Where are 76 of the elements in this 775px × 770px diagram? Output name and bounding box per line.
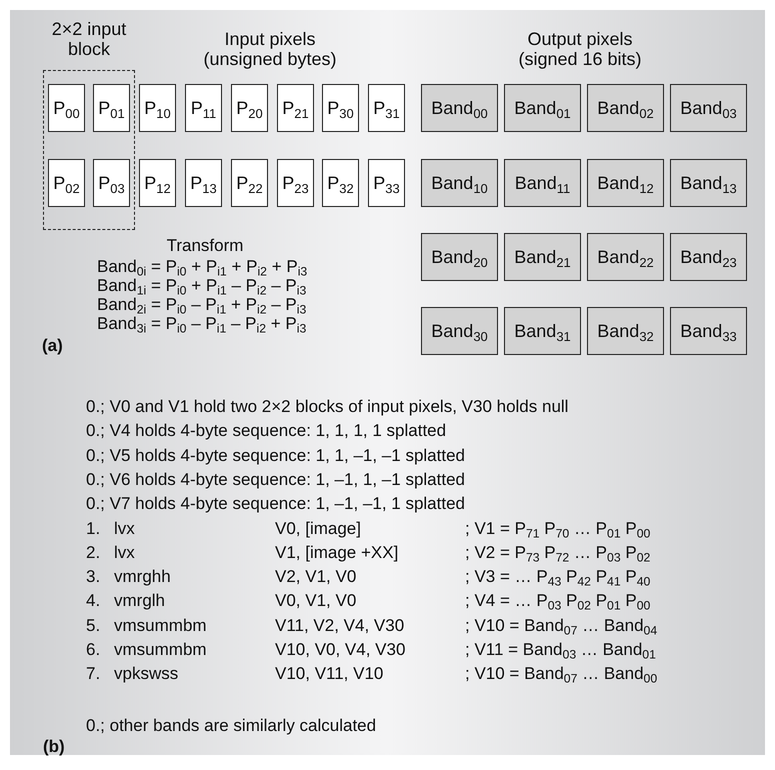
band-box: Band$_{02}$ [587, 84, 664, 132]
code-comment: 0.; V5 holds 4-byte sequence: 1, 1, –1, –1 splatted [86, 446, 465, 466]
code-comment: ; V4 = … P$_{03}$ P$_{02}$ P$_{01}$ P$_{00}$ [465, 592, 650, 612]
line-number: 6. [86, 641, 100, 660]
instruction-operands: V2, V1, V0 [275, 568, 356, 587]
code-comment: ; V3 = … P$_{43}$ P$_{42}$ P$_{41}$ P$_{40}$ [465, 568, 650, 587]
band-box: Band$_{01}$ [504, 84, 581, 132]
pixel-box: P$_{10}$ [139, 84, 176, 132]
line-number: 2. [86, 544, 100, 562]
instruction-mnemonic: vmrghh [114, 568, 171, 587]
section-heading: Transform [166, 237, 244, 256]
code-comment: ; V11 = Band$_{03}$ … Band$_{01}$ [465, 641, 656, 660]
pixel-box: P$_{30}$ [322, 84, 359, 132]
band-box: Band$_{20}$ [421, 233, 498, 281]
transform-equation: Band$_{1i}$ = P$_{i0}$ + P$_{i1}$ – P$_{i2}$ – P$_{i3}$ [97, 277, 306, 296]
instruction-operands: V0, [image] [275, 520, 361, 538]
instruction-operands: V1, [image +XX] [275, 544, 398, 562]
band-box: Band$_{23}$ [670, 233, 747, 281]
line-number: 3. [86, 568, 100, 587]
pixel-box: P$_{21}$ [277, 84, 314, 132]
instruction-mnemonic: lvx [114, 544, 135, 562]
code-comment: 0.; V7 holds 4-byte sequence: 1, –1, –1, 1 splatted [86, 495, 465, 514]
band-box: Band$_{31}$ [504, 307, 581, 355]
instruction-mnemonic: vmsummbm [114, 641, 207, 660]
instruction-mnemonic: lvx [114, 520, 135, 538]
pixel-box: P$_{32}$ [322, 159, 359, 207]
instruction-operands: V10, V11, V10 [275, 665, 384, 684]
transform-equation: Band$_{3i}$ = P$_{i0}$ – P$_{i1}$ – P$_{i2}$ + P$_{i3}$ [97, 315, 306, 334]
band-box: Band$_{22}$ [587, 233, 664, 281]
pixel-box: P$_{00}$ [48, 84, 85, 132]
instruction-operands: V0, V1, V0 [275, 592, 356, 612]
code-comment: ; V10 = Band$_{07}$ … Band$_{00}$ [465, 665, 658, 684]
instruction-operands: V10, V0, V4, V30 [275, 641, 406, 660]
instruction-mnemonic: vpkswss [114, 665, 178, 684]
code-comment: 0.; other bands are similarly calculated [86, 717, 376, 736]
pixel-box: P$_{22}$ [231, 159, 268, 207]
panel-label: (b) [43, 738, 65, 757]
code-comment: ; V10 = Band$_{07}$ … Band$_{04}$ [465, 616, 658, 636]
pixel-box: P$_{31}$ [368, 84, 405, 132]
pixel-box: P$_{23}$ [277, 159, 314, 207]
line-number: 5. [86, 616, 100, 636]
pixel-box: P$_{12}$ [139, 159, 176, 207]
band-box: Band$_{12}$ [587, 159, 664, 207]
pixel-box: P$_{03}$ [93, 159, 130, 207]
panel-label: (a) [42, 337, 63, 356]
group-heading: 2×2 input block [50, 20, 128, 60]
transform-equation: Band$_{2i}$ = P$_{i0}$ – P$_{i1}$ + P$_{i2}$ – P$_{i3}$ [97, 296, 306, 315]
pixel-box: P$_{33}$ [368, 159, 405, 207]
band-box: Band$_{13}$ [670, 159, 747, 207]
band-box: Band$_{11}$ [504, 159, 581, 207]
code-comment: ; V1 = P$_{71}$ P$_{70}$ … P$_{01}$ P$_{00}$ [465, 520, 650, 538]
pixel-box: P$_{01}$ [93, 84, 130, 132]
band-box: Band$_{33}$ [670, 307, 747, 355]
line-number: 7. [86, 665, 100, 684]
code-comment: 0.; V6 holds 4-byte sequence: 1, –1, 1, –1 splatted [86, 470, 465, 490]
column-heading: Output pixels (signed 16 bits) [517, 30, 643, 70]
code-comment: 0.; V4 holds 4-byte sequence: 1, 1, 1, 1 splatted [86, 422, 446, 441]
code-comment: ; V2 = P$_{73}$ P$_{72}$ … P$_{03}$ P$_{02}$ [465, 544, 650, 562]
band-box: Band$_{10}$ [421, 159, 498, 207]
band-box: Band$_{32}$ [587, 307, 664, 355]
column-heading: Input pixels (unsigned bytes) [202, 30, 338, 70]
transform-equation: Band$_{0i}$ = P$_{i0}$ + P$_{i1}$ + P$_{i2}$ + P$_{i3}$ [97, 258, 308, 277]
band-box: Band$_{21}$ [504, 233, 581, 281]
instruction-mnemonic: vmrglh [114, 592, 166, 612]
instruction-operands: V11, V2, V4, V30 [275, 616, 404, 636]
instruction-mnemonic: vmsummbm [114, 616, 207, 636]
code-comment: 0.; V0 and V1 hold two 2×2 blocks of input pixels, V30 holds null [86, 398, 568, 417]
pixel-box: P$_{20}$ [231, 84, 268, 132]
line-number: 1. [86, 520, 100, 538]
pixel-box: P$_{11}$ [185, 84, 222, 132]
band-box: Band$_{03}$ [670, 84, 747, 132]
line-number: 4. [86, 592, 100, 612]
band-box: Band$_{00}$ [421, 84, 498, 132]
pixel-box: P$_{13}$ [185, 159, 222, 207]
pixel-box: P$_{02}$ [48, 159, 85, 207]
band-box: Band$_{30}$ [421, 307, 498, 355]
